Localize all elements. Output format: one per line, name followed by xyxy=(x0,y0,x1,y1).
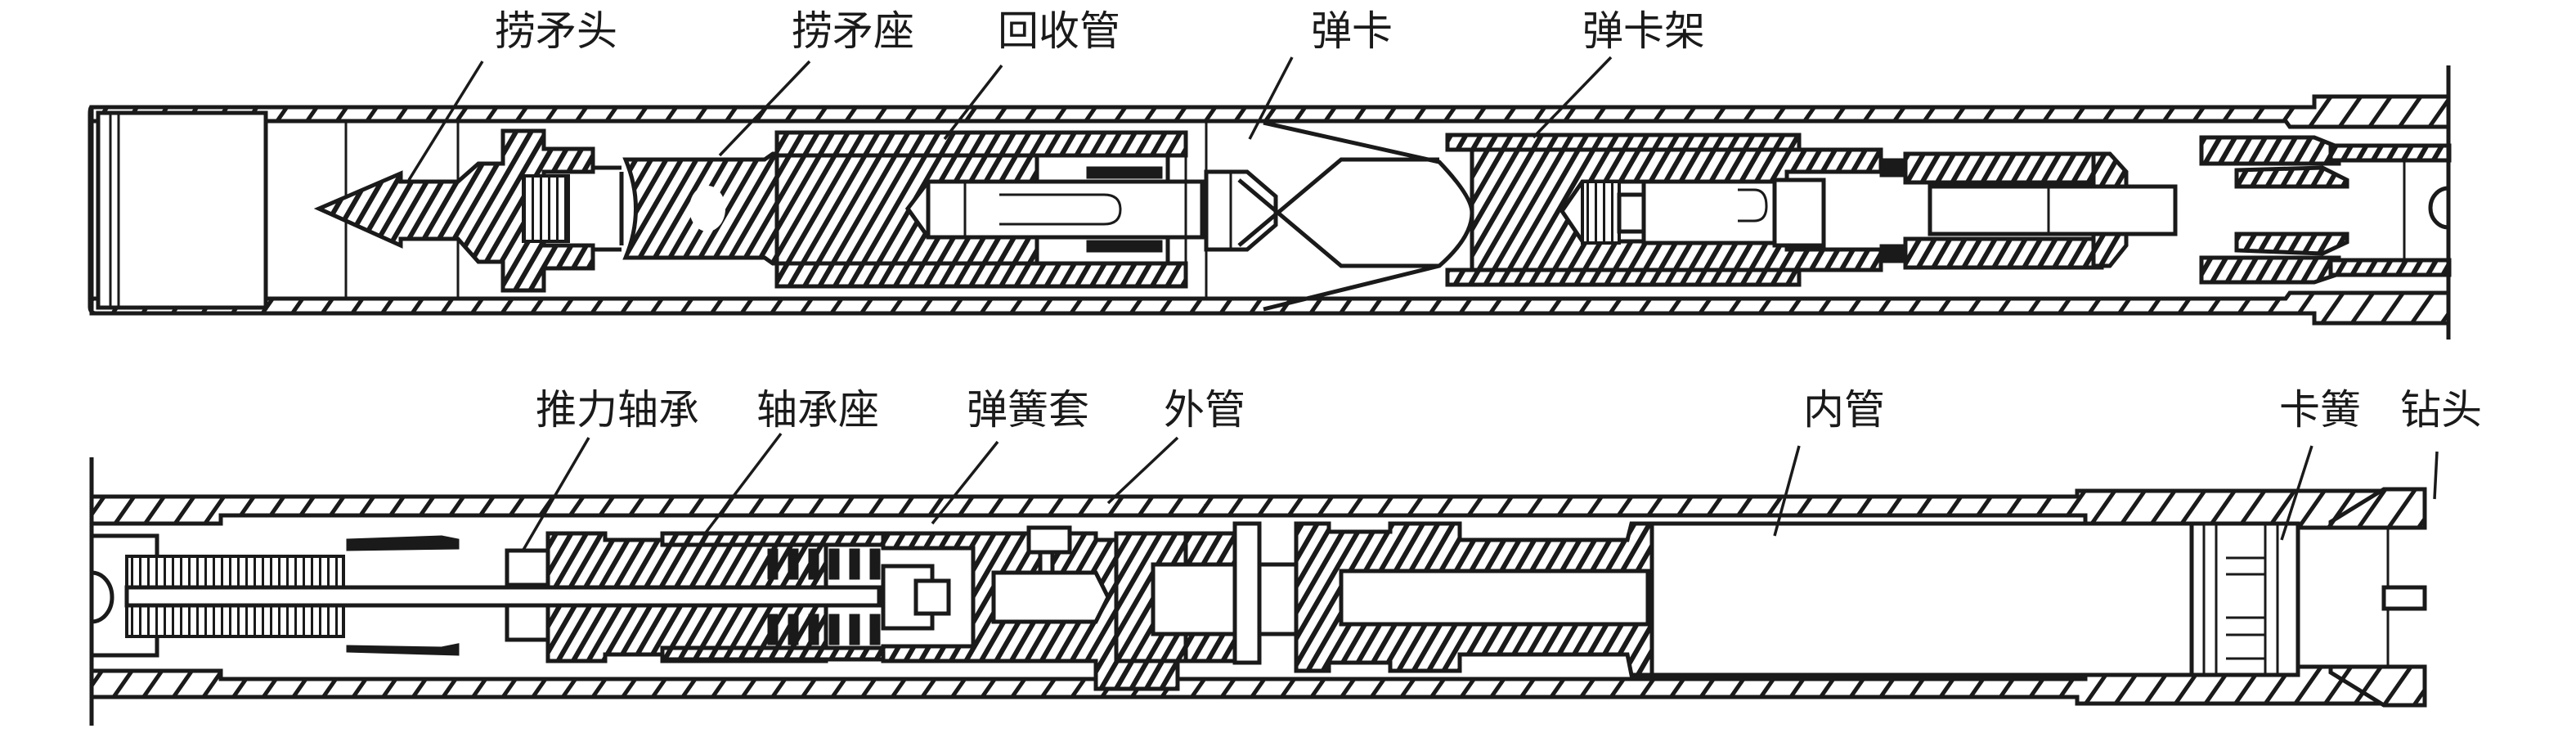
inner-tube-part xyxy=(1649,521,2284,677)
label-snap-spring: 卡簧 xyxy=(2279,386,2361,434)
top-assembly xyxy=(88,65,2452,340)
coupling-part xyxy=(1114,521,1299,665)
label-latch: 弹卡 xyxy=(1311,7,1393,55)
label-spear-seat: 捞矛座 xyxy=(792,7,914,55)
top-right-end xyxy=(1903,65,2452,340)
label-thrust-bearing: 推力轴承 xyxy=(536,386,699,434)
label-spring-sleeve: 弹簧套 xyxy=(967,386,1089,434)
label-latch-frame: 弹卡架 xyxy=(1582,7,1705,55)
recovery-tube-part xyxy=(774,121,1208,299)
label-spear-head: 捞矛头 xyxy=(495,7,617,55)
bottom-assembly xyxy=(89,457,2427,726)
label-bearing-seat: 轴承座 xyxy=(756,386,879,434)
latch-part xyxy=(1204,120,1474,312)
thrust-bearing-part xyxy=(89,533,882,658)
drill-bit-part xyxy=(2328,487,2427,708)
labels-bottom: 推力轴承 轴承座 弹簧套 外管 内管 卡簧 钻头 xyxy=(536,386,2482,434)
spear-head-part xyxy=(313,128,624,293)
inner-tube-adapter xyxy=(1294,521,1654,677)
snap-spring-part xyxy=(2189,521,2300,677)
labels-top: 捞矛头 捞矛座 回收管 弹卡 弹卡架 xyxy=(495,7,1705,55)
label-outer-tube: 外管 xyxy=(1164,386,1245,434)
bearing-seat-part xyxy=(545,531,1033,663)
spring-coils xyxy=(767,548,881,645)
latch-frame-part xyxy=(1445,133,1907,287)
label-drill-bit: 钻头 xyxy=(2400,386,2482,434)
leader-lines xyxy=(407,56,2439,551)
spring-sleeve-part xyxy=(881,525,1180,691)
label-inner-tube: 内管 xyxy=(1803,386,1885,434)
label-recovery-tube: 回收管 xyxy=(998,7,1120,55)
